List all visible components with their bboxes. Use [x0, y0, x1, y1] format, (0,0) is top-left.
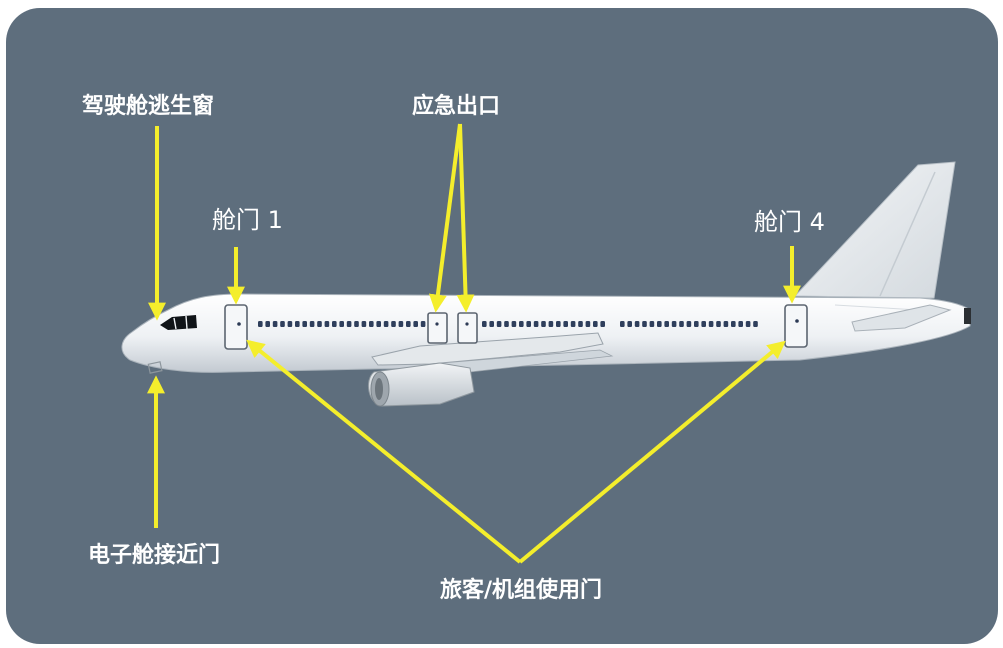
- cabin-window: [686, 321, 692, 327]
- door-1: [224, 304, 248, 350]
- cabin-window: [302, 321, 307, 327]
- cabin-window: [413, 321, 418, 327]
- cabin-window: [753, 321, 758, 327]
- arrow-pax-door4: [518, 340, 786, 564]
- cabin-window: [671, 321, 677, 327]
- label-pax-crew-doors: 旅客/机组使用门: [440, 578, 603, 603]
- cabin-window: [533, 321, 539, 327]
- emergency-exit-left: [427, 312, 448, 344]
- arrow-pax-door1: [246, 339, 522, 564]
- cabin-window: [593, 321, 598, 327]
- cabin-window: [324, 321, 330, 327]
- cabin-window: [295, 321, 300, 327]
- cabin-window: [548, 321, 554, 327]
- cabin-window: [420, 321, 426, 327]
- cabin-window: [541, 321, 546, 327]
- cabin-window: [369, 321, 374, 327]
- cabin-window: [287, 321, 293, 327]
- cabin-window: [657, 321, 662, 327]
- cabin-window: [309, 321, 315, 327]
- cabin-window: [694, 321, 699, 327]
- cockpit-windows: [160, 315, 197, 330]
- cabin-window: [679, 321, 684, 327]
- cabin-window: [649, 321, 655, 327]
- arrow-emergency-exit-left: [428, 123, 462, 313]
- cabin-window: [570, 321, 576, 327]
- label-door4: 舱门 4: [754, 208, 825, 236]
- cabin-window: [272, 321, 278, 327]
- cabin-window: [701, 321, 706, 327]
- cabin-window: [496, 321, 502, 327]
- cabin-window: [332, 321, 337, 327]
- cabin-window: [406, 321, 411, 327]
- cabin-window: [556, 321, 561, 327]
- cabin-window: [627, 321, 632, 327]
- cabin-window: [265, 321, 270, 327]
- cabin-window: [519, 321, 524, 327]
- cabin-window: [383, 321, 389, 327]
- cabin-window: [489, 321, 494, 327]
- cabin-window: [578, 321, 583, 327]
- cabin-window: [745, 321, 751, 327]
- cabin-window: [317, 321, 322, 327]
- fuselage: [121, 293, 971, 373]
- cabin-window: [664, 321, 669, 327]
- horizontal-stabilizer: [851, 304, 952, 332]
- passenger-windows: [258, 321, 758, 327]
- cabin-window: [504, 321, 509, 327]
- cabin-window: [723, 321, 729, 327]
- cabin-window: [600, 321, 605, 327]
- emergency-exit-right: [457, 312, 478, 344]
- label-ebay-access-door: 电子舱接近门: [88, 543, 221, 568]
- cabin-window: [346, 321, 352, 327]
- cabin-window: [361, 321, 367, 327]
- cabin-window: [738, 321, 743, 327]
- cabin-window: [620, 321, 625, 327]
- arrow-emergency-exit-right: [456, 123, 475, 313]
- cabin-window: [634, 321, 640, 327]
- ebay-access-hatch: [147, 361, 163, 374]
- cabin-window: [716, 321, 721, 327]
- cabin-window: [376, 321, 381, 327]
- cabin-window: [258, 321, 263, 327]
- door-4: [784, 304, 808, 348]
- cabin-window: [731, 321, 736, 327]
- cabin-window: [511, 321, 517, 327]
- cabin-window: [526, 321, 531, 327]
- label-cockpit-escape-window: 驾驶舱逃生窗: [82, 94, 215, 119]
- cabin-window: [354, 321, 359, 327]
- cabin-window: [563, 321, 568, 327]
- label-emergency-exit: 应急出口: [412, 94, 501, 119]
- cabin-window: [391, 321, 396, 327]
- cabin-window: [642, 321, 647, 327]
- label-door1: 舱门 1: [212, 206, 283, 234]
- cabin-window: [398, 321, 404, 327]
- engine: [367, 362, 475, 407]
- cabin-window: [339, 321, 344, 327]
- cabin-window: [708, 321, 714, 327]
- cabin-window: [280, 321, 285, 327]
- cabin-window: [585, 321, 591, 327]
- cabin-window: [482, 321, 487, 327]
